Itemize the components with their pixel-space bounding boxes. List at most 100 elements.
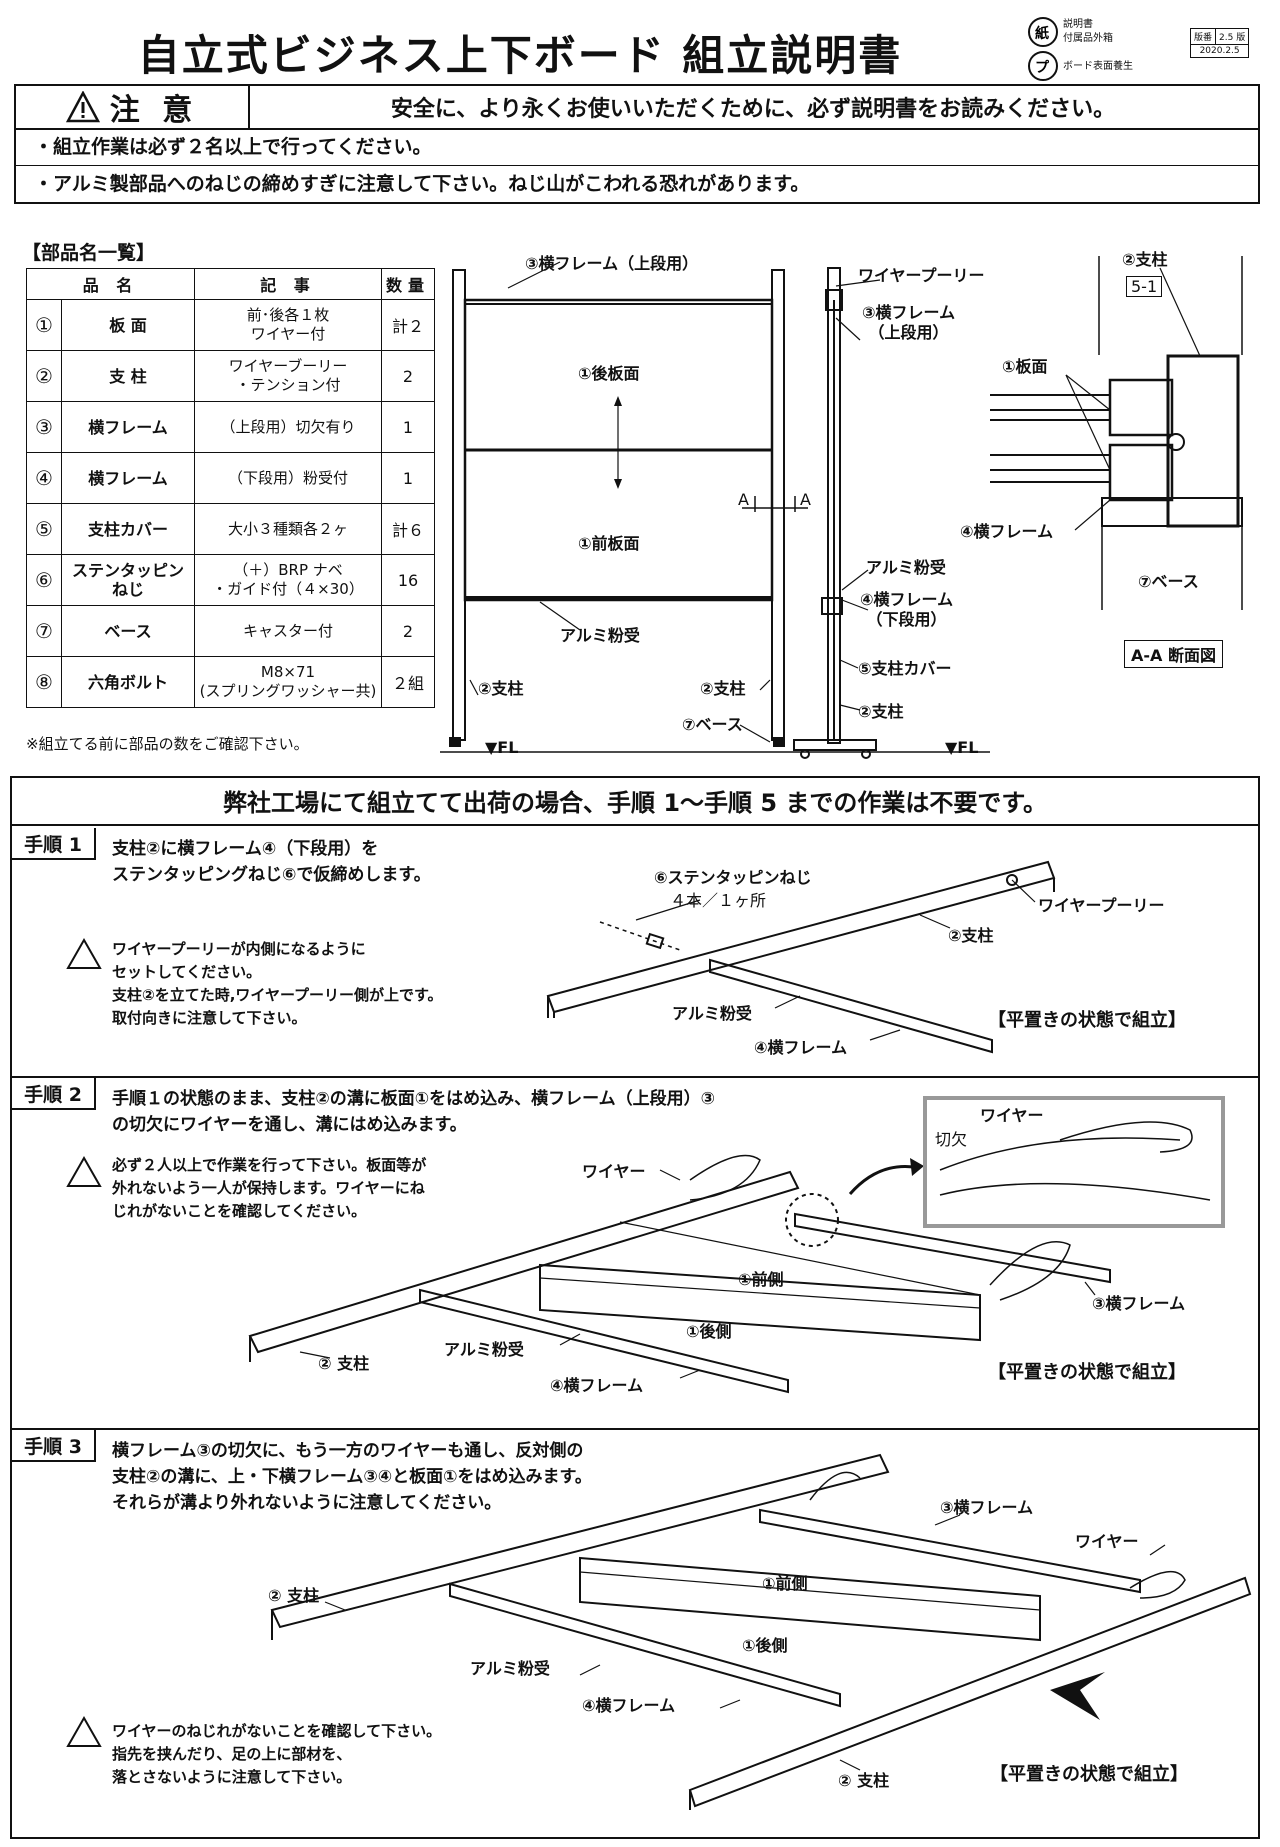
parts-desc: 前･後各１枚 ワイヤー付 [194,299,382,351]
caution-box: 注 意 安全に、より永くお使いいただくために、必ず説明書をお読みください。 ・組… [14,84,1260,204]
side-base [793,739,877,751]
step-divider-2 [10,1428,1260,1430]
caution-message: 安全に、より永くお使いいただくために、必ず説明書をお読みください。 [390,97,1116,122]
parts-title: 【部品名一覧】 [22,242,156,264]
step2-post [248,1170,800,1354]
parts-no: ⑥ [26,554,62,606]
step3-arrow-icon [1050,1672,1105,1720]
parts-header-desc: 記 事 [194,268,382,300]
step3-front-label: ①前側 [762,1574,808,1593]
step3-post-right [688,1576,1252,1808]
parts-no: ④ [26,452,62,504]
paper-recycle-icon: 紙 プ [1028,17,1058,81]
step1-pulley-label: ワイヤープーリー [1038,896,1165,915]
parts-no: ⑧ [26,656,62,708]
side-bottom-frame-label: ④横フレーム （下段用） [860,590,954,629]
step1-screw-label: ⑥ステンタッピンねじ [654,868,812,887]
step2-warning: 必ず２人以上で作業を行って下さい。板面等が 外れないよう一人が保持します。ワイヤ… [112,1156,427,1220]
back-panel-label: ①後板面 [578,364,640,383]
step2-front-label: ①前側 [738,1270,784,1289]
step2-tray-label: アルミ粉受 [444,1340,524,1359]
step3-frame3-label: ③横フレーム [940,1498,1034,1517]
side-tray-label: アルミ粉受 [866,558,946,577]
recycle-logo: 紙 プ 説明書 付属品外箱 ボード表面養生 [1027,12,1147,84]
step2-post-label: ② 支柱 [318,1354,370,1373]
section-panel-label: ①板面 [1002,357,1048,376]
section-post-label: ②支柱 [1122,250,1168,269]
section-frame-label: ④横フレーム [960,522,1054,541]
parts-desc: （下段用）粉受付 [194,452,382,504]
step2-warning-icon [66,1155,102,1187]
step2-frame3 [794,1212,1111,1284]
step3-post-right-label: ② 支柱 [838,1771,890,1790]
logo-line-2: 付属品外箱 [1063,33,1113,44]
steps-header: 弊社工場にて組立てて出荷の場合、手順 1～手順 5 までの作業は不要です。 [10,776,1260,826]
step3-frame3 [759,1508,1141,1594]
side-fl-label: ▼FL [945,738,979,757]
step3-warning: ワイヤーのねじれがないことを確認して下さい。 指先を挟んだり、足の上に部材を、 … [112,1722,442,1786]
step3-frame4-label: ④横フレーム [582,1696,676,1715]
step2-frame4-label: ④横フレーム [550,1376,644,1395]
step1-post-label: ②支柱 [948,926,994,945]
parts-qty: 計６ [381,503,435,555]
side-post [827,267,841,744]
front-fl-label: ▼FL [485,738,519,757]
parts-qty: 1 [381,401,435,453]
parts-no: ① [26,299,62,351]
front-base-label: ⑦ベース [682,715,743,734]
step2-detail-box [923,1096,1225,1228]
front-post-left-label: ②支柱 [478,679,524,698]
step2-flat-note: 【平置きの状態で組立】 [988,1362,1186,1383]
step3-panel [579,1556,1041,1642]
parts-desc: M8×71 (スプリングワッシャー共) [194,656,382,708]
step2-frame4 [419,1288,789,1394]
svg-text:紙: 紙 [1035,25,1049,42]
caution-line-2: ・アルミ製部品へのねじの締めすぎに注意して下さい。ねじ山がこわれる恐れがあります… [34,173,810,195]
step3-frame4 [449,1582,841,1708]
side-top-frame-label: ③横フレーム （上段用） [862,303,956,342]
logo-line-3: ボード表面養生 [1063,61,1133,72]
warning-icon [65,91,100,123]
step-divider-1 [10,1076,1260,1078]
step3-tray-label: アルミ粉受 [470,1659,550,1678]
step3-text: 横フレーム③の切欠に、もう一方のワイヤーも通し、反対側の 支柱②の溝に、上・下横… [112,1441,592,1513]
section-a-left: A [738,490,749,509]
step1-frame-label: ④横フレーム [754,1038,848,1057]
section-caption: A-A 断面図 [1124,640,1223,668]
step2-tag: 手順 2 [12,1078,96,1110]
step1-frame [709,958,993,1054]
step1-warning-icon [66,937,102,969]
steps-panel [10,776,1260,1839]
section-a-right: A [800,490,811,509]
parts-name: 横フレーム [61,452,195,504]
step3-flat-note: 【平置きの状態で組立】 [990,1764,1188,1785]
step2-panel [539,1263,981,1342]
parts-header-name: 品 名 [26,268,195,300]
step3-wire-label: ワイヤー [1075,1532,1139,1551]
section-code-label: 5-1 [1126,276,1163,297]
step1-text: 支柱②に横フレーム④（下段用）を ステンタッピングねじ⑥で仮締めします。 [112,839,431,885]
parts-name: 支 柱 [61,350,195,402]
svg-text:プ: プ [1035,60,1050,76]
front-top-frame-label: ③横フレーム（上段用） [525,254,699,273]
logo-line-1: 説明書 [1063,19,1093,30]
parts-desc: キャスター付 [194,605,382,657]
side-pulley-label: ワイヤープーリー [858,266,985,285]
parts-name: 六角ボルト [61,656,195,708]
parts-qty: ２組 [381,656,435,708]
step3-post-left [270,1453,890,1629]
step2-frame3-label: ③横フレーム [1092,1294,1186,1313]
parts-desc: 大小３種類各２ヶ [194,503,382,555]
step3-post-left-label: ② 支柱 [268,1586,320,1605]
parts-note: ※組立てる前に部品の数をご確認下さい。 [26,735,309,753]
step2-back-label: ①後側 [686,1322,732,1341]
revision-table: 版番 2.5 版 2020.2.5 [1189,28,1250,58]
step1-tray-label: アルミ粉受 [672,1004,752,1023]
caution-heading-text: 注 意 [109,93,199,128]
parts-no: ③ [26,401,62,453]
